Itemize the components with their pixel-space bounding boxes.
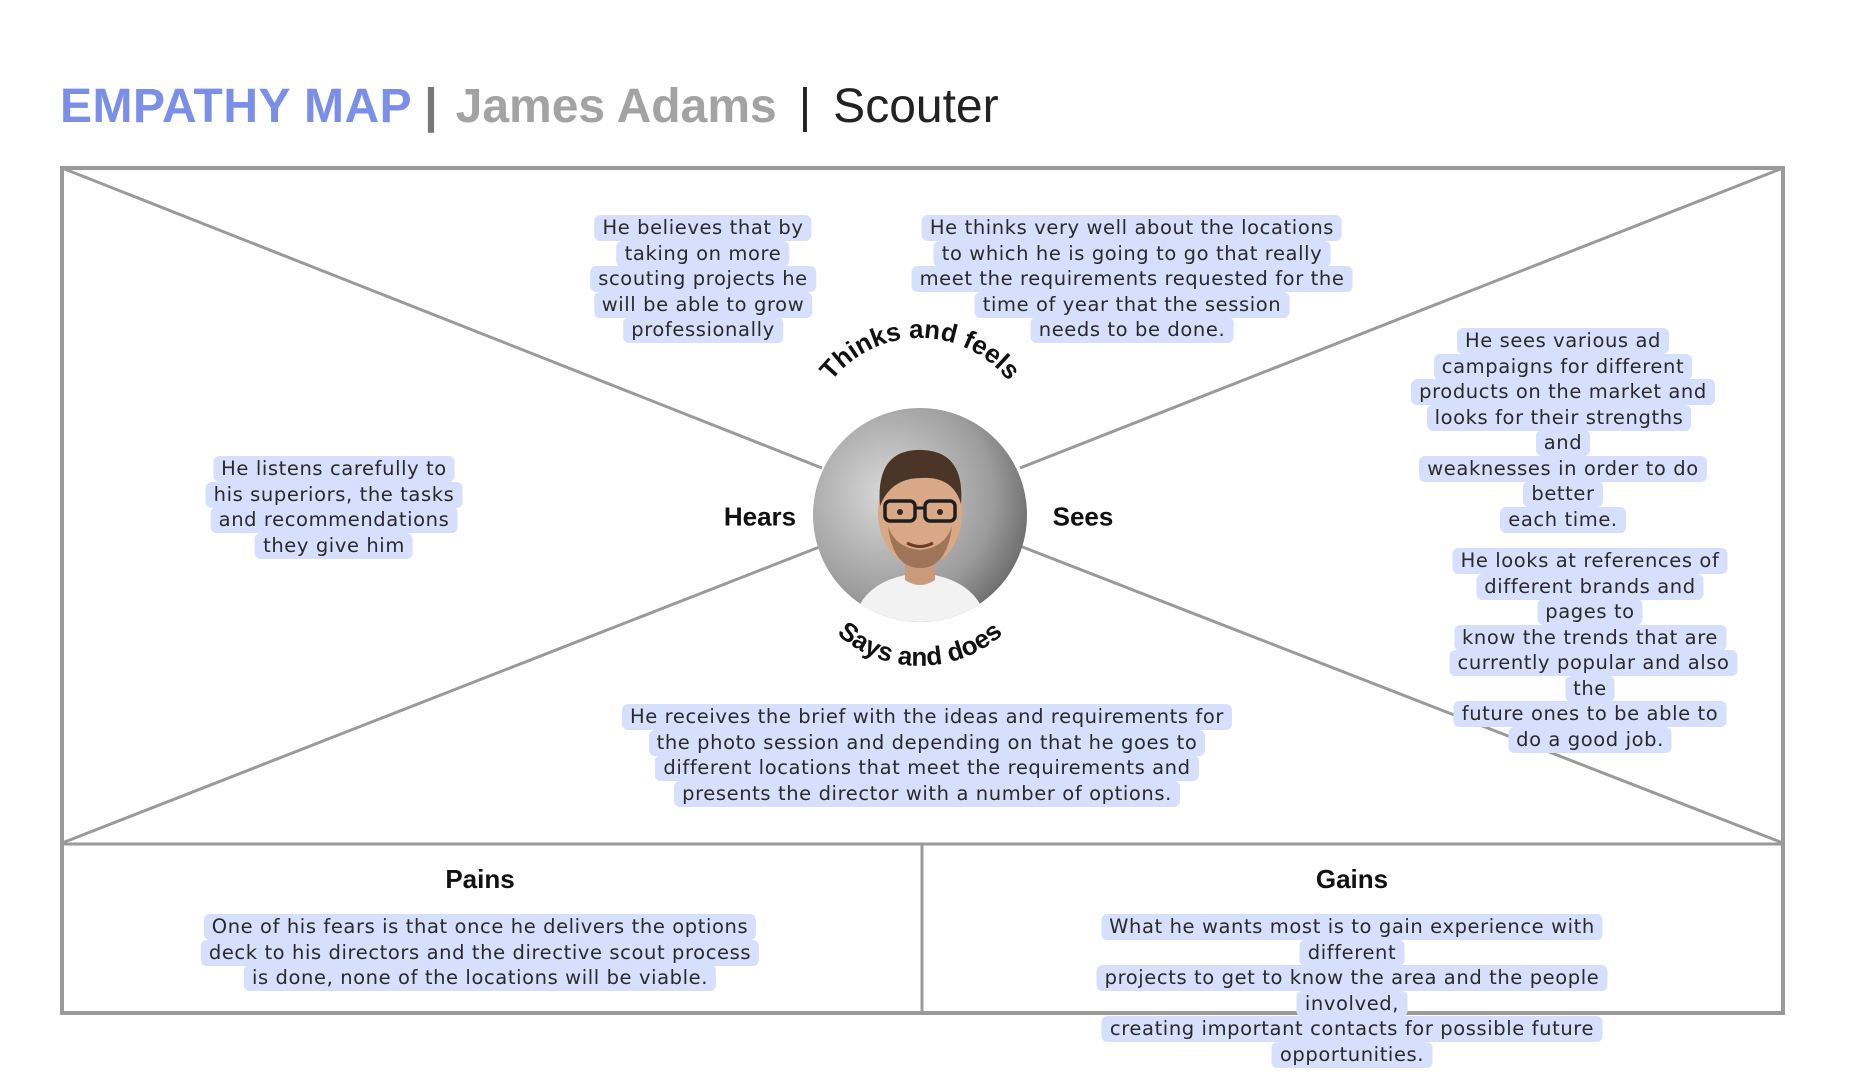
note-line: taking on more — [617, 241, 790, 267]
note-line: and recommendations — [211, 507, 458, 533]
note-pains: One of his fears is that once he deliver… — [201, 914, 759, 991]
note-line: the photo session and depending on that … — [649, 730, 1206, 756]
note-line: deck to his directors and the directive … — [201, 940, 759, 966]
label-sees: Sees — [1053, 502, 1114, 533]
note-line: they give him — [255, 533, 413, 559]
note-line: presents the director with a number of o… — [674, 781, 1180, 807]
note-line: do a good job. — [1508, 727, 1672, 753]
note-line: currently popular and also the — [1450, 650, 1738, 702]
note-line: He believes that by — [594, 215, 811, 241]
note-line: scouting projects he — [590, 266, 816, 292]
note-line: He looks at references of — [1453, 548, 1728, 574]
note-line: professionally — [623, 317, 783, 343]
gains-title: Gains — [1316, 864, 1388, 895]
note-gains: What he wants most is to gain experience… — [1093, 914, 1612, 1067]
note-line: creating important contacts for possible… — [1102, 1016, 1602, 1068]
note-line: each time. — [1500, 507, 1625, 533]
arc-bottom-text: Says and does — [833, 615, 1007, 672]
note-line: What he wants most is to gain experience… — [1101, 914, 1603, 966]
note-line: time of year that the session — [975, 292, 1290, 318]
person-avatar — [813, 408, 1027, 622]
note-line: is done, none of the locations will be v… — [244, 965, 716, 991]
note-line: needs to be done. — [1031, 317, 1234, 343]
note-line: He sees various ad — [1457, 328, 1669, 354]
note-line: weaknesses in order to do better — [1419, 456, 1706, 508]
note-line: different brands and pages to — [1476, 574, 1703, 626]
note-line: products on the market and — [1411, 379, 1715, 405]
note-line: looks for their strengths and — [1427, 405, 1692, 457]
portrait-icon — [813, 408, 1027, 622]
note-line: will be able to grow — [594, 292, 813, 318]
note-says-1: He receives the brief with the ideas and… — [622, 704, 1232, 806]
note-line: know the trends that are — [1454, 625, 1726, 651]
note-line: projects to get to know the area and the… — [1097, 965, 1608, 1017]
note-line: One of his fears is that once he deliver… — [204, 914, 757, 940]
note-line: to which he is going to go that really — [934, 241, 1331, 267]
note-line: future ones to be able to — [1454, 701, 1727, 727]
note-line: meet the requirements requested for the — [912, 266, 1353, 292]
pains-title: Pains — [445, 864, 514, 895]
note-line: He listens carefully to — [213, 456, 455, 482]
note-line: different locations that meet the requir… — [655, 755, 1198, 781]
label-hears: Hears — [724, 502, 796, 533]
note-line: He thinks very well about the locations — [922, 215, 1342, 241]
note-line: campaigns for different — [1434, 354, 1692, 380]
arc-label-says-does: Says and does — [833, 615, 1007, 672]
note-line: his superiors, the tasks — [206, 482, 463, 508]
note-line: He receives the brief with the ideas and… — [622, 704, 1232, 730]
